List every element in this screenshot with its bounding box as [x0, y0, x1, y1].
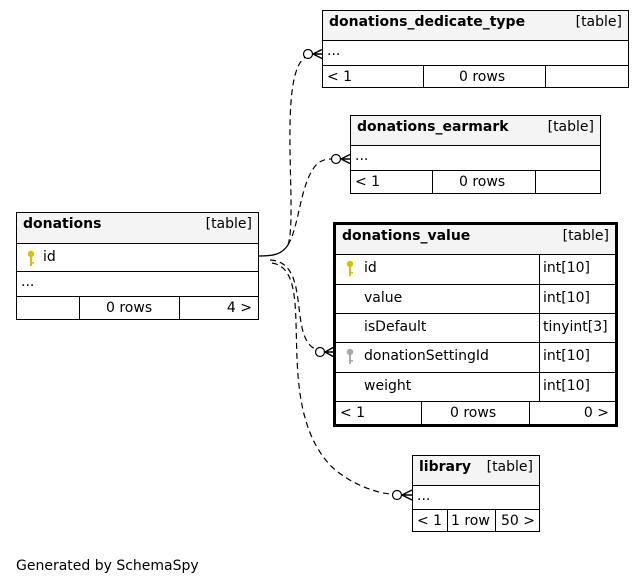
- table-library[interactable]: library [table] ... < 1 1 row 50 >: [412, 455, 540, 532]
- column-name: id: [364, 260, 377, 276]
- footer-parents[interactable]: < 1: [355, 174, 381, 190]
- cardinality-circle: [314, 346, 326, 358]
- column-row[interactable]: weight int[10]: [336, 372, 615, 401]
- table-type: [table]: [205, 216, 252, 232]
- table-name: donations: [23, 216, 102, 232]
- relationship-line-stub: [257, 244, 289, 257]
- column-name: id: [43, 249, 56, 265]
- table-footer: 0 rows 4 >: [17, 296, 258, 319]
- ellipsis: ...: [327, 43, 341, 59]
- column-row[interactable]: id int[10]: [336, 254, 615, 284]
- relationship-line-library: [271, 262, 393, 495]
- table-header: donations_earmark [table]: [351, 116, 600, 145]
- table-footer: < 1 0 rows: [323, 65, 628, 87]
- footer-row-count: 0 rows: [459, 69, 506, 85]
- table-name: donations_earmark: [357, 119, 509, 135]
- column-type: int[10]: [543, 378, 590, 394]
- table-donations-earmark[interactable]: donations_earmark [table] ... < 1 0 rows: [350, 115, 601, 194]
- column-row[interactable]: value int[10]: [336, 284, 615, 313]
- cardinality-circle: [302, 48, 314, 60]
- footer-children[interactable]: 50 >: [501, 513, 535, 529]
- crows-foot: [324, 346, 335, 358]
- column-type: int[10]: [543, 348, 590, 364]
- ellipsis-row: ...: [17, 271, 258, 296]
- table-name: donations_dedicate_type: [329, 14, 526, 30]
- table-name: library: [419, 459, 472, 475]
- column-row[interactable]: isDefault tinyint[3]: [336, 313, 615, 342]
- table-header: donations_value [table]: [336, 225, 615, 254]
- key-icon: [346, 260, 354, 276]
- column-name: isDefault: [364, 319, 427, 335]
- table-type: [table]: [547, 119, 594, 135]
- footer-parents[interactable]: < 1: [327, 69, 353, 85]
- table-type: [table]: [575, 14, 622, 30]
- table-donations-dedicate-type[interactable]: donations_dedicate_type [table] ... < 1 …: [322, 10, 629, 88]
- crows-foot: [312, 48, 324, 60]
- footer-parents[interactable]: < 1: [417, 513, 443, 529]
- column-row[interactable]: id: [17, 243, 258, 271]
- footer-parents[interactable]: < 1: [340, 405, 366, 421]
- column-name: value: [364, 290, 403, 306]
- table-type: [table]: [486, 459, 533, 475]
- key-icon: [27, 250, 35, 266]
- ellipsis: ...: [21, 274, 35, 290]
- table-footer: < 1 0 rows 0 >: [336, 401, 615, 424]
- ellipsis: ...: [417, 488, 431, 504]
- column-type: int[10]: [543, 290, 590, 306]
- ellipsis: ...: [355, 148, 369, 164]
- table-header: donations [table]: [17, 213, 258, 243]
- crows-foot: [340, 153, 352, 165]
- column-type: int[10]: [543, 260, 590, 276]
- relationship-line-dedicate-type: [287, 53, 314, 246]
- table-name: donations_value: [342, 228, 471, 244]
- ellipsis-row: ...: [413, 485, 539, 509]
- key-icon: [346, 348, 354, 364]
- relationship-line-earmark: [287, 158, 333, 246]
- table-header: library [table]: [413, 456, 539, 485]
- column-row[interactable]: donationSettingId int[10]: [336, 342, 615, 372]
- ellipsis-row: ...: [323, 40, 628, 65]
- column-name: donationSettingId: [364, 348, 489, 364]
- footer-row-count: 0 rows: [459, 174, 506, 190]
- table-footer: < 1 0 rows: [351, 170, 600, 193]
- table-header: donations_dedicate_type [table]: [323, 11, 628, 40]
- footer-children[interactable]: 0 >: [583, 405, 609, 421]
- table-donations-value[interactable]: donations_value [table] id int[10] value…: [333, 222, 618, 427]
- table-donations[interactable]: donations [table] id ... 0 rows 4 >: [16, 212, 259, 320]
- crows-foot: [401, 489, 413, 501]
- column-name: weight: [364, 378, 412, 394]
- cardinality-circle: [391, 489, 403, 501]
- ellipsis-row: ...: [351, 145, 600, 170]
- footer-row-count: 0 rows: [106, 300, 153, 316]
- column-type: tinyint[3]: [543, 319, 608, 335]
- footer-row-count: 1 row: [451, 513, 490, 529]
- footer-row-count: 0 rows: [450, 405, 497, 421]
- table-footer: < 1 1 row 50 >: [413, 509, 539, 531]
- table-type: [table]: [562, 228, 609, 244]
- generated-by-caption: Generated by SchemaSpy: [16, 558, 199, 574]
- footer-children[interactable]: 4 >: [226, 300, 252, 316]
- cardinality-circle: [330, 153, 342, 165]
